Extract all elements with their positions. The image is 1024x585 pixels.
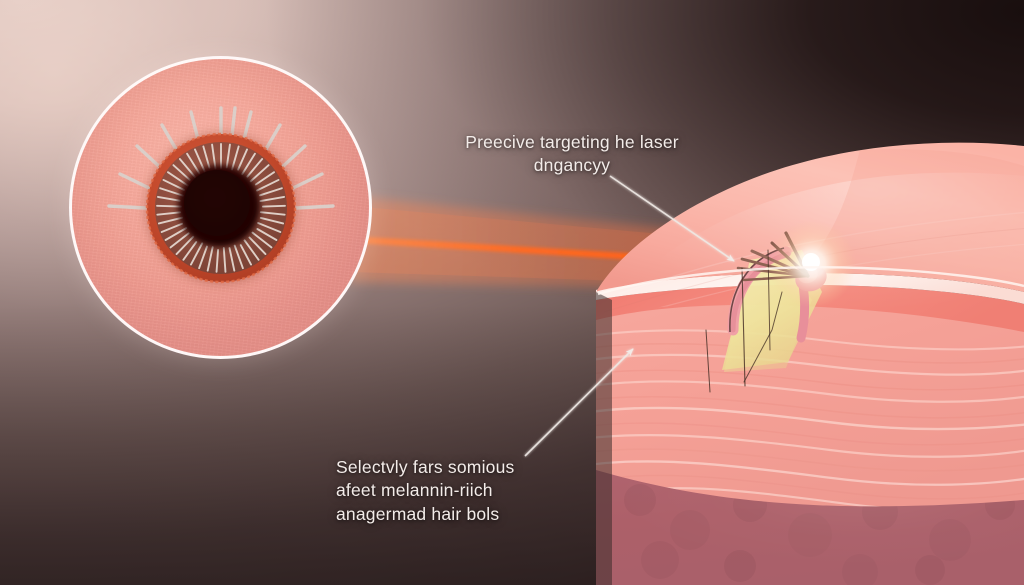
skin-layer-reticular-dermis (596, 302, 1024, 507)
annotation-label-selective: Selectvly fars somious afeet melannin-ri… (336, 457, 515, 524)
hair-strand-deep (705, 329, 711, 393)
annotation-label-precision: Preecive targeting he laser dngancyy (465, 132, 679, 176)
follicle-outer-ring-edge (145, 132, 297, 284)
hair-strand-deep (743, 291, 783, 383)
dermis-fiber-lines (596, 329, 1024, 507)
magnified-follicle-inset (69, 56, 372, 359)
magnified-follicle-svg (107, 106, 335, 284)
skin-surface-right-shading (800, 149, 1024, 292)
follicle-inner-spikes (156, 143, 286, 273)
hair-strand-deep (741, 267, 746, 387)
follicle-core-center (184, 170, 250, 236)
epidermis-ridge-highlight (597, 266, 1024, 296)
skin-block-left-cut-face (596, 292, 612, 585)
